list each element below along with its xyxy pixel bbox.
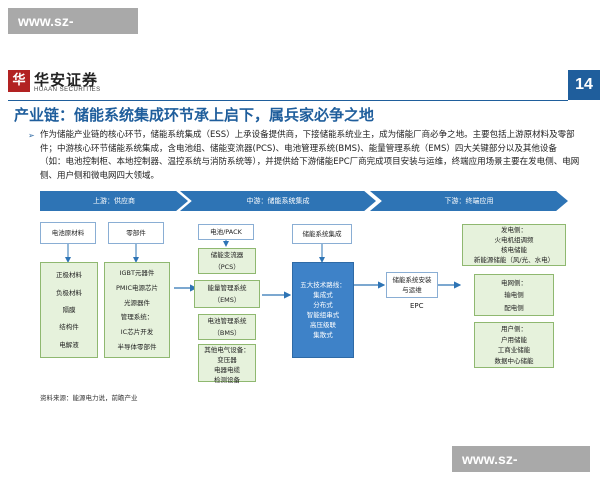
node-material-list: 正极材料 负极材料 隔膜 结构件 电解液 (40, 262, 98, 358)
node-bms: 电池管理系统 （BMS） (198, 314, 256, 340)
component-item: PMIC电源芯片 (116, 283, 158, 292)
user-line: 用户侧： (501, 324, 527, 333)
component-item: IC芯片开发 (120, 328, 154, 337)
watermark-bottom: www.sz-kyzd.com (452, 446, 590, 480)
stage-upstream: 上游：供应商 (40, 191, 188, 211)
page-number: 14 (568, 70, 600, 100)
other-line: 变压器 (217, 356, 237, 364)
node-pcs: 储能变流器 （PCS） (198, 248, 256, 274)
page-title: 产业链：储能系统集成环节承上启下，属兵家必争之地 (14, 106, 375, 124)
node-integration-label: 储能系统集成 (302, 230, 342, 238)
generation-line: 核电储能 (501, 246, 527, 254)
material-item: 电解液 (59, 340, 79, 349)
epc-line: 与运维 (402, 286, 422, 294)
node-battery-pack: 电池/PACK (198, 224, 254, 240)
node-grid-side: 电网侧： 输电侧 配电侧 (474, 274, 554, 316)
route-line: 集散式 (313, 331, 333, 339)
component-item: 光源器件 (124, 298, 150, 307)
ems-line: （EMS） (213, 296, 241, 304)
route-line: 智能组串式 (306, 311, 340, 319)
generation-line: 发电侧： (501, 226, 527, 234)
bms-line: （BMS） (213, 328, 241, 337)
user-line: 数据中心储能 (494, 357, 534, 366)
stage-midstream: 中游：储能系统集成 (180, 191, 376, 211)
node-battery-materials: 电池原材料 (40, 222, 96, 244)
node-components-label: 零部件 (126, 229, 146, 237)
material-item: 结构件 (59, 323, 79, 332)
component-item: 半导体零部件 (117, 343, 157, 352)
intro-paragraph: ➢ 作为储能产业链的核心环节，储能系统集成（ESS）上承设备提供商，下接储能系统… (28, 129, 580, 183)
node-epc: 储能系统安装 与运维 (386, 272, 438, 298)
node-components: 零部件 (108, 222, 164, 244)
route-line: 高压级联 (310, 321, 336, 329)
other-line: 电器电缆 (214, 366, 240, 374)
node-five-routes: 五大技术路线： 集成式 分布式 智能组串式 高压级联 集散式 (292, 262, 354, 358)
user-line: 工商业储能 (497, 346, 531, 355)
pcs-line: 储能变流器 (210, 251, 244, 260)
epc-label: EPC (410, 302, 424, 310)
user-line: 户用储能 (501, 335, 527, 344)
other-line: 其他电气设备： (204, 346, 250, 354)
material-item: 负极材料 (56, 288, 82, 297)
grid-line: 输电侧 (504, 291, 524, 299)
stage-downstream: 下游：终端应用 (370, 191, 568, 211)
node-system-integration: 储能系统集成 (292, 224, 352, 244)
bullet-arrow-icon: ➢ (28, 131, 35, 140)
generation-line: 火电机组调频 (494, 236, 534, 244)
component-item: IGBT元器件 (119, 268, 155, 277)
material-item: 隔膜 (62, 305, 76, 314)
node-component-list: IGBT元器件 PMIC电源芯片 光源器件 管理系统： IC芯片开发 半导体零部… (104, 262, 170, 358)
watermark-top: www.sz-kyzd.com (8, 8, 138, 55)
grid-line: 电网侧： (501, 278, 527, 287)
node-other-equipment: 其他电气设备： 变压器 电器电缆 检测设备 (198, 344, 256, 384)
route-line: 分布式 (313, 301, 333, 309)
pcs-line: （PCS） (214, 262, 240, 271)
other-line: 检测设备 (214, 376, 240, 384)
ems-line: 能量管理系统 (207, 284, 247, 292)
node-user-side: 用户侧： 户用储能 工商业储能 数据中心储能 (474, 322, 554, 368)
node-generation-side: 发电侧： 火电机组调频 核电储能 新能源储能（风/光、水电） (462, 224, 566, 266)
node-battery-materials-label: 电池原材料 (51, 229, 85, 237)
intro-text: 作为储能产业链的核心环节，储能系统集成（ESS）上承设备提供商，下接储能系统业主… (40, 130, 580, 181)
grid-line: 配电侧 (504, 303, 524, 312)
epc-line: 储能系统安装 (392, 276, 432, 284)
route-line: 集成式 (313, 291, 333, 299)
title-divider (8, 100, 568, 101)
material-item: 正极材料 (56, 271, 82, 280)
logo-english: HUAAN SECURITIES (34, 87, 101, 93)
logo-name: 华安证券 (34, 71, 99, 89)
logo-mark: 华 (8, 70, 30, 92)
node-battery-pack-label: 电池/PACK (210, 228, 242, 236)
source-note: 资料来源：能源电力说，前瞻产业 (40, 394, 138, 402)
route-line: 五大技术路线： (300, 281, 346, 289)
node-ems: 能量管理系统 （EMS） (194, 280, 260, 308)
bms-line: 电池管理系统 (207, 317, 247, 326)
generation-line: 新能源储能（风/光、水电） (473, 256, 555, 264)
component-item: 管理系统： (120, 313, 154, 322)
